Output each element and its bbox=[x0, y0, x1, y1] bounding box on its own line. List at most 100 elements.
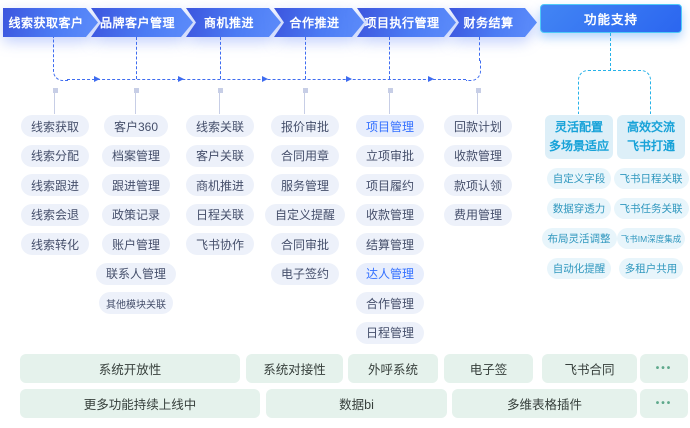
support-pill: 布局灵活调整 bbox=[541, 228, 617, 249]
feature-pill: 达人管理 bbox=[355, 262, 424, 285]
feature-column: 线索关联客户关联商机推进日程关联飞书协作 bbox=[175, 115, 265, 255]
feature-column: 报价审批合同用章服务管理自定义提醒合同审批电子签约 bbox=[260, 115, 350, 285]
connector-corner-right bbox=[466, 60, 481, 81]
capability-box: 更多功能持续上线中 bbox=[20, 389, 260, 418]
arrow-right-icon bbox=[262, 75, 268, 82]
support-pill: 自定义字段 bbox=[546, 168, 612, 189]
flow-step-node: 合作推进 bbox=[274, 8, 364, 37]
feature-pill: 线索转化 bbox=[20, 233, 89, 255]
support-group: 灵活配置多场景适应自定义字段数据穿透力布局灵活调整自动化提醒 bbox=[541, 115, 617, 279]
support-title-line: 多场景适应 bbox=[548, 139, 609, 153]
feature-pill: 电子签约 bbox=[270, 262, 339, 285]
flow-step-wrap: 线索获取客户 bbox=[3, 8, 89, 37]
feature-pill: 立项审批 bbox=[355, 144, 424, 167]
connector-corner-left bbox=[53, 37, 68, 81]
feature-pill: 合同审批 bbox=[270, 233, 339, 255]
support-pill: 飞书日程关联 bbox=[613, 168, 689, 189]
flow-step-node: 财务结算 bbox=[449, 8, 537, 37]
stub-line bbox=[219, 93, 221, 114]
function-support-label: 功能支持 bbox=[583, 13, 638, 27]
more-ellipsis-box: ••• bbox=[640, 354, 688, 383]
flow-step-node: 商机推进 bbox=[186, 8, 281, 37]
capability-box: 系统对接性 bbox=[246, 354, 343, 383]
capability-box: 系统开放性 bbox=[20, 354, 240, 383]
support-pill: 自动化提醒 bbox=[546, 258, 612, 279]
support-pill: 数据穿透力 bbox=[546, 198, 612, 219]
feature-pill: 项目履约 bbox=[355, 174, 424, 196]
stub-cap bbox=[387, 88, 393, 93]
feature-pill: 其他模块关联 bbox=[99, 292, 173, 314]
capability-box: 飞书合同 bbox=[542, 354, 637, 383]
support-pill: 飞书IM深度集成 bbox=[616, 228, 686, 249]
flow-step-wrap: 商机推进 bbox=[186, 8, 272, 37]
support-group: 高效交流飞书打通飞书日程关联飞书任务关联飞书IM深度集成多租户共用 bbox=[613, 115, 689, 279]
feature-pill: 线索分配 bbox=[20, 144, 89, 167]
feature-pill: 项目管理 bbox=[355, 115, 424, 137]
flow-step-node: 线索获取客户 bbox=[3, 8, 98, 37]
arrow-right-icon bbox=[428, 75, 434, 82]
stub-cap bbox=[133, 88, 139, 93]
stub-cap bbox=[52, 88, 58, 93]
feature-pill: 客户关联 bbox=[185, 144, 254, 167]
feature-pill: 收款管理 bbox=[355, 203, 424, 226]
feature-column: 回款计划收款管理款项认领费用管理 bbox=[433, 115, 523, 226]
flow-step-node: 品牌客户管理 bbox=[91, 8, 193, 37]
feature-pill: 日程管理 bbox=[355, 321, 424, 344]
feature-pill: 线索获取 bbox=[20, 115, 89, 137]
stub-line bbox=[477, 93, 479, 114]
feature-column: 线索获取线索分配线索跟进线索会退线索转化 bbox=[10, 115, 100, 255]
flow-step-wrap: 品牌客户管理 bbox=[91, 8, 184, 37]
feature-pill: 服务管理 bbox=[270, 174, 339, 196]
feature-pill: 飞书协作 bbox=[185, 233, 254, 255]
support-vertical-line bbox=[610, 33, 612, 71]
support-group-title: 灵活配置多场景适应 bbox=[545, 115, 613, 159]
feature-pill: 自定义提醒 bbox=[264, 203, 345, 226]
stub-cap bbox=[217, 88, 223, 93]
feature-column: 项目管理立项审批项目履约收款管理结算管理达人管理合作管理日程管理 bbox=[345, 115, 435, 344]
feature-pill: 合同用章 bbox=[270, 144, 339, 167]
connector-vertical bbox=[305, 37, 307, 79]
feature-pill: 报价审批 bbox=[270, 115, 339, 137]
feature-pill: 费用管理 bbox=[443, 203, 512, 226]
stub-line bbox=[389, 93, 391, 114]
feature-pill: 档案管理 bbox=[101, 144, 170, 167]
feature-pill: 账户管理 bbox=[101, 233, 170, 255]
connector-vertical bbox=[478, 37, 480, 61]
connector-vertical bbox=[136, 37, 138, 79]
connector-vertical bbox=[220, 37, 222, 79]
feature-pill: 合作管理 bbox=[355, 292, 424, 314]
arrow-right-icon bbox=[178, 75, 184, 82]
feature-pill: 政策记录 bbox=[101, 203, 170, 226]
feature-pill: 收款管理 bbox=[443, 144, 512, 167]
capability-box: 电子签 bbox=[444, 354, 533, 383]
support-group-title: 高效交流飞书打通 bbox=[617, 115, 685, 159]
connector-vertical bbox=[389, 37, 391, 79]
support-pill: 多租户共用 bbox=[618, 258, 684, 279]
flow-step-wrap: 合作推进 bbox=[274, 8, 355, 37]
support-title-line: 高效交流 bbox=[626, 119, 675, 134]
capability-box: 外呼系统 bbox=[348, 354, 438, 383]
flow-step-node: 项目执行管理 bbox=[357, 8, 456, 37]
feature-pill: 日程关联 bbox=[185, 203, 254, 226]
capability-box: 数据bi bbox=[266, 389, 447, 418]
feature-pill: 结算管理 bbox=[355, 233, 424, 255]
support-title-line: 灵活配置 bbox=[554, 119, 603, 134]
stub-line bbox=[54, 93, 56, 114]
feature-pill: 跟进管理 bbox=[101, 174, 170, 196]
stub-line bbox=[135, 93, 137, 114]
flow-step-wrap: 财务结算 bbox=[449, 8, 528, 37]
feature-pill: 款项认领 bbox=[443, 174, 512, 196]
feature-pill: 客户360 bbox=[103, 115, 169, 137]
arrow-right-icon bbox=[94, 75, 100, 82]
capability-box: 多维表格插件 bbox=[452, 389, 637, 418]
stub-line bbox=[304, 93, 306, 114]
feature-pill: 线索关联 bbox=[185, 115, 254, 137]
support-title-line: 飞书打通 bbox=[626, 139, 675, 153]
feature-pill: 回款计划 bbox=[443, 115, 512, 137]
support-pill: 飞书任务关联 bbox=[613, 198, 689, 219]
feature-pill: 线索跟进 bbox=[20, 174, 89, 196]
support-split-bracket bbox=[578, 70, 651, 114]
feature-pill: 线索会退 bbox=[20, 203, 89, 226]
